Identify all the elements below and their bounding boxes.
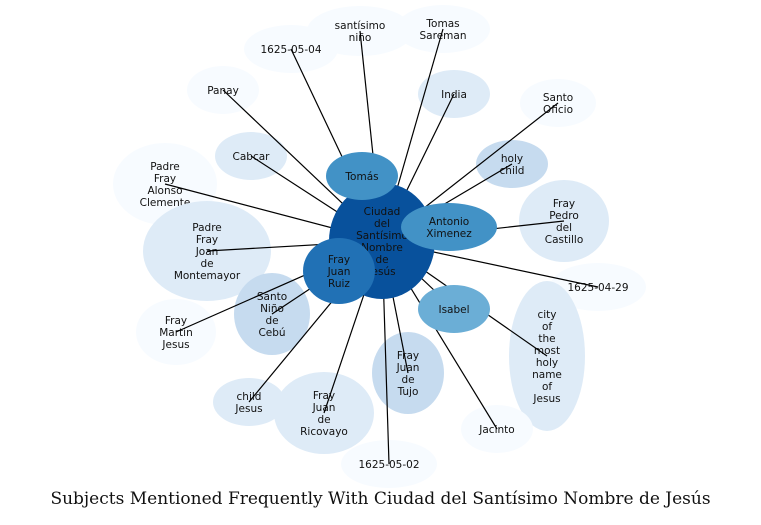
node-fray-pedro-del-castillo-label-line: Pedro: [549, 210, 579, 222]
node-tomas-shape: [326, 152, 398, 200]
node-fray-juan-ruiz-label-line: Juan: [327, 266, 351, 278]
node-santo-nino-de-cebu-label-line: Niño: [260, 303, 284, 315]
node-fray-juan-de-ricovayo-label-line: Juan: [312, 402, 336, 414]
node-isabel: Isabel: [418, 285, 490, 333]
node-date-1625-04-29-label-line: 1625-04-29: [567, 282, 628, 294]
node-padre-fray-joan-de-montemayor-label-line: Fray: [196, 234, 218, 246]
node-padre-fray-joan-de-montemayor-label-line: Joan: [195, 246, 219, 258]
node-padre-fray-alonso-clemente-label-line: Padre: [150, 161, 180, 173]
node-city-of-the-most-holy-name-of-jesus-label-line: most: [534, 345, 560, 357]
node-fray-pedro-del-castillo-label-line: Fray: [553, 198, 575, 210]
node-tomas-sareman-label-line: Sareman: [420, 30, 467, 42]
node-santo-nino-de-cebu-label-line: de: [265, 315, 278, 327]
network-diagram: TomasSaremansantísimoniño1625-05-04Panay…: [139, 18, 629, 471]
node-center-label-line: Nombre: [361, 242, 403, 254]
node-antonio-ximenez-shape: [401, 203, 497, 251]
node-santo-nino-de-cebu-label-line: Cebú: [258, 327, 285, 339]
node-fray-juan-de-ricovayo-label-line: de: [317, 414, 330, 426]
node-fray-juan-de-tujo-label-line: Tujo: [397, 386, 419, 398]
node-tomas-label-line: Tomás: [344, 171, 378, 183]
node-fray-martin-jesus-label-line: Fray: [165, 315, 187, 327]
node-child-jesus-label-line: Jesus: [234, 403, 262, 415]
node-city-of-the-most-holy-name-of-jesus-label-line: holy: [536, 357, 558, 369]
node-fray-juan-de-tujo-label-line: Fray: [397, 350, 419, 362]
node-center-label-line: del: [374, 218, 390, 230]
node-padre-fray-alonso-clemente-label-line: Clemente: [140, 197, 191, 209]
node-padre-fray-joan-de-montemayor-label-line: de: [200, 258, 213, 270]
node-isabel-label-line: Isabel: [438, 304, 469, 316]
node-fray-pedro-del-castillo-label-line: Castillo: [545, 234, 584, 246]
node-santo-oficio-label-line: Oficio: [543, 104, 573, 116]
node-fray-juan-ruiz-label-line: Fray: [328, 254, 350, 266]
node-santo-nino-de-cebu-label-line: Santo: [257, 291, 287, 303]
node-date-1625-05-02-label-line: 1625-05-02: [358, 459, 419, 471]
node-city-of-the-most-holy-name-of-jesus-label-line: of: [542, 321, 552, 333]
node-tomas: Tomás: [326, 152, 398, 200]
diagram-title: Subjects Mentioned Frequently With Ciuda…: [50, 489, 711, 509]
node-city-of-the-most-holy-name-of-jesus-label-line: city: [537, 309, 556, 321]
node-center-label-line: Ciudad: [364, 206, 401, 218]
node-padre-fray-joan-de-montemayor-label-line: Padre: [192, 222, 222, 234]
node-padre-fray-alonso-clemente-label-line: Alonso: [147, 185, 182, 197]
node-center-label-line: de: [375, 254, 388, 266]
node-city-of-the-most-holy-name-of-jesus-label-line: Jesus: [532, 393, 560, 405]
node-city-of-the-most-holy-name-of-jesus-label-line: name: [532, 369, 562, 381]
node-holy-child-label-line: holy: [501, 153, 523, 165]
node-santisimo-nino-label-line: niño: [349, 32, 372, 44]
node-santo-oficio-label-line: Santo: [543, 92, 573, 104]
node-padre-fray-joan-de-montemayor-label-line: Montemayor: [174, 270, 241, 282]
node-cabcar-label-line: Cabcar: [233, 151, 271, 163]
node-padre-fray-alonso-clemente-label-line: Fray: [154, 173, 176, 185]
node-fray-juan-de-ricovayo-label-line: Ricovayo: [300, 426, 348, 438]
node-city-of-the-most-holy-name-of-jesus-label-line: the: [538, 333, 555, 345]
node-center-label-line: Santísimo: [356, 230, 408, 242]
node-antonio-ximenez-label-line: Antonio: [429, 216, 469, 228]
node-city-of-the-most-holy-name-of-jesus-label-line: of: [542, 381, 552, 393]
node-jacinto-label-line: Jacinto: [478, 424, 514, 436]
node-tomas-sareman-label-line: Tomas: [425, 18, 459, 30]
node-isabel-shape: [418, 285, 490, 333]
node-santisimo-nino-label-line: santísimo: [335, 20, 386, 32]
node-fray-martin-jesus-label-line: Jesus: [161, 339, 189, 351]
node-fray-juan-ruiz-shape: [303, 238, 375, 304]
node-antonio-ximenez-label-line: Ximenez: [426, 228, 472, 240]
node-panay-label-line: Panay: [207, 85, 239, 97]
node-holy-child-label-line: child: [500, 165, 525, 177]
node-fray-juan-ruiz-label-line: Ruiz: [328, 278, 350, 290]
node-fray-juan-de-tujo-label-line: de: [401, 374, 414, 386]
node-fray-juan-de-ricovayo-label-line: Fray: [313, 390, 335, 402]
node-fray-martin-jesus-label-line: Martin: [159, 327, 193, 339]
node-fray-pedro-del-castillo-label-line: del: [556, 222, 572, 234]
